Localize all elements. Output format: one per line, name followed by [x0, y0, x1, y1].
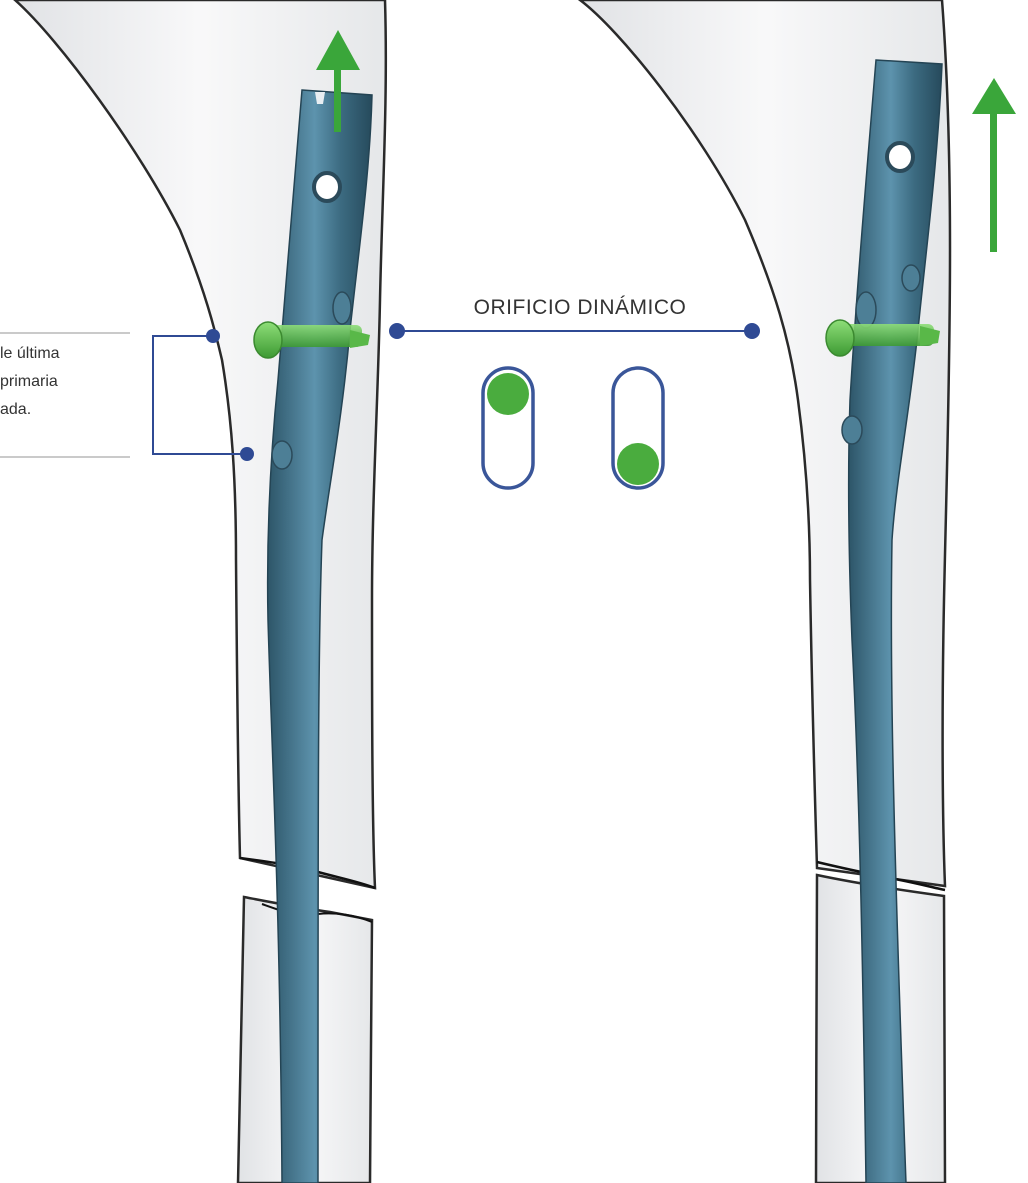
callout-line-3: ada. — [0, 396, 140, 424]
slot-bottom-icon — [613, 368, 663, 488]
slot-top-icon — [483, 368, 533, 488]
dynamic-hole-label: ORIFICIO DINÁMICO — [400, 296, 760, 320]
bracket-dot-top — [206, 329, 220, 343]
left-nail-hole-top — [314, 173, 340, 201]
callout-line-2: primaria — [0, 368, 140, 396]
bracket-dot-bottom — [240, 447, 254, 461]
right-screw-head — [826, 320, 854, 356]
left-screw-head — [254, 322, 282, 358]
callout-line-1: le última — [0, 340, 140, 368]
connector-dot-left — [389, 323, 405, 339]
arrow-up-icon — [972, 78, 1016, 252]
right-nail-slot — [856, 292, 876, 328]
connector-dot-right — [744, 323, 760, 339]
left-nail-hole-lower — [272, 441, 292, 469]
right-nail-hole-lower — [842, 416, 862, 444]
callout-text: le última primaria ada. — [0, 340, 140, 424]
left-nail-slot — [333, 292, 351, 324]
dynamic-hole-connector — [389, 323, 760, 339]
right-nail-hole-top — [887, 143, 913, 171]
right-nail-hole-mid — [902, 265, 920, 291]
